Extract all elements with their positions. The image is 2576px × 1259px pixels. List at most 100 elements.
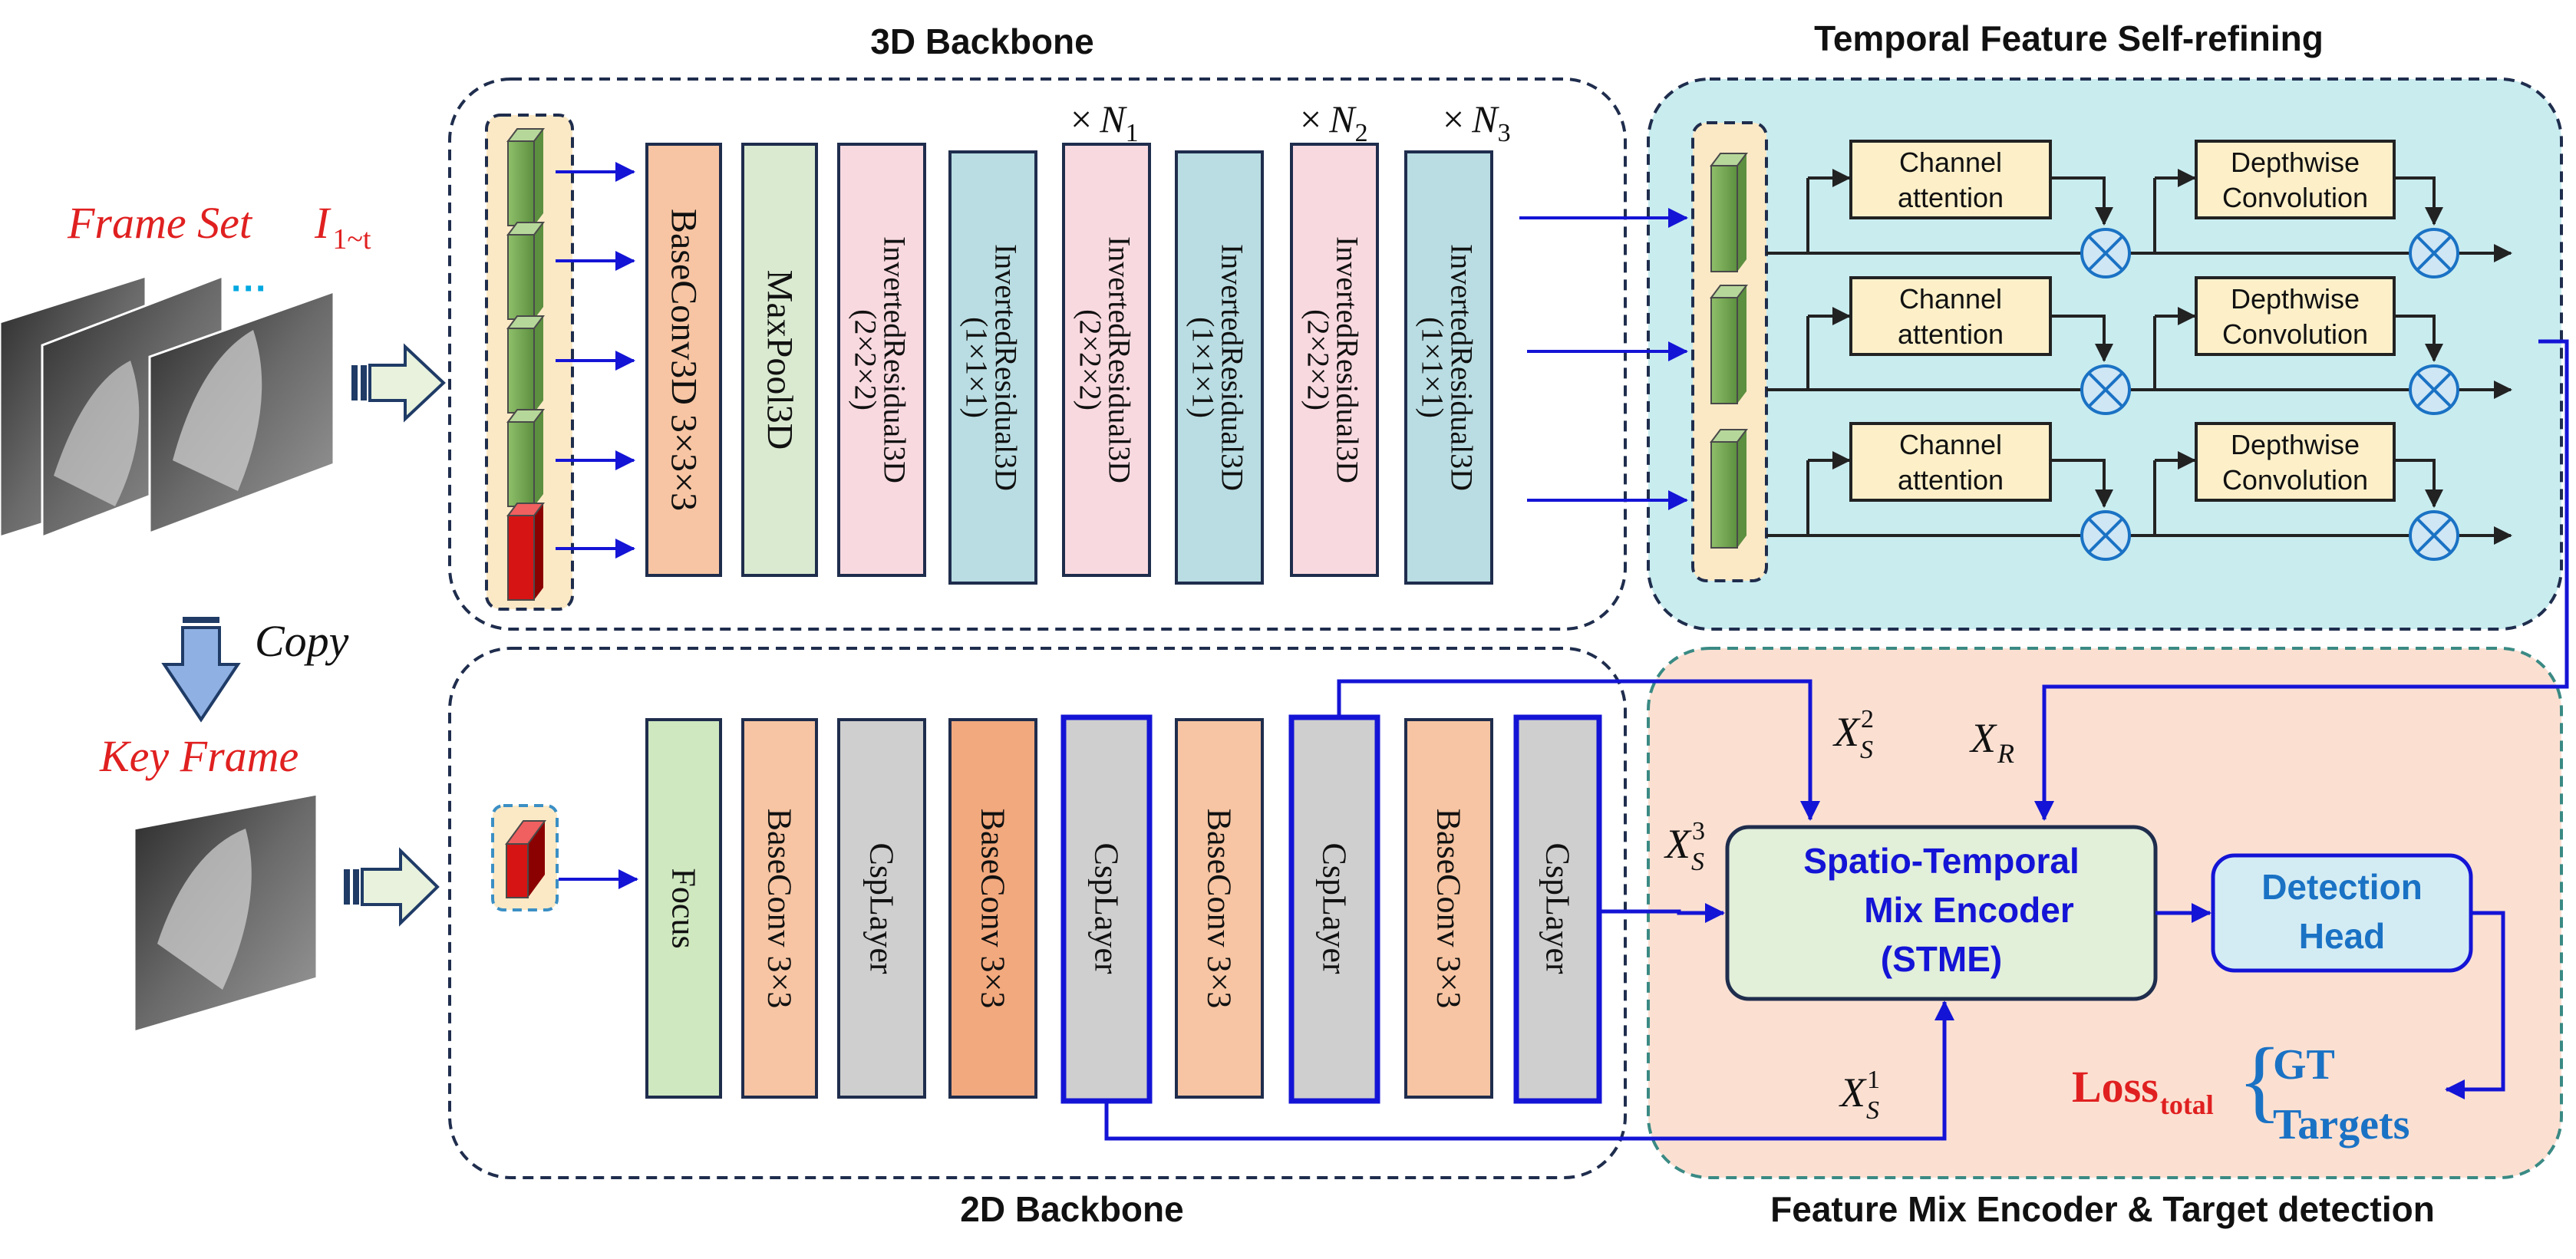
frame-set-label: Frame Set (67, 198, 253, 248)
depthwise-conv-label: Depthwise (2231, 429, 2360, 460)
block2d-csplayer (1288, 714, 1380, 1104)
block3d-invres (837, 143, 926, 577)
xs1-connector (1104, 1000, 1954, 1141)
detection-to-loss-arrow (2445, 911, 2505, 1099)
temporal-title: Temporal Feature Self-refining (1814, 18, 2324, 58)
block3d-label: InvertedResidual3D (1103, 236, 1137, 483)
block2d-label: BaseConv 3×3 (975, 809, 1012, 1009)
block3d-label: MaxPool3D (760, 270, 800, 450)
repeat-n1: ×N1 (1070, 97, 1139, 147)
repeat-n2: ×N2 (1300, 97, 1368, 147)
feature-cube-green (506, 128, 545, 226)
depthwise-conv-box (2195, 276, 2396, 356)
channel-attention-label: attention (1898, 464, 2004, 496)
block2d-csplayer (837, 718, 926, 1099)
stme-label: Spatio-Temporal (1803, 841, 2080, 881)
block3d-label: InvertedResidual3D (878, 236, 912, 483)
depthwise-conv-label: Depthwise (2231, 147, 2360, 178)
detection-head-label: Head (2299, 916, 2385, 956)
block3d-baseconv (645, 143, 722, 577)
mix-title: Feature Mix Encoder & Target detection (1770, 1189, 2435, 1229)
feature-cube-red (506, 503, 545, 601)
block3d-sublabel: (2×2×2) (1074, 309, 1108, 410)
repeat-n3: ×N3 (1443, 97, 1511, 147)
detection-head-label: Detection (2261, 867, 2423, 907)
feature-cube-green (1710, 429, 1748, 549)
block2d-label: BaseConv 3×3 (1201, 809, 1239, 1009)
xr-label: XR (1969, 715, 2014, 769)
backbone2d-title: 2D Backbone (960, 1189, 1183, 1229)
block2d-label: CspLayer (1316, 842, 1354, 974)
multiply-icon (2409, 228, 2459, 278)
temporal-row (1766, 307, 2512, 399)
channel-attention-label: Channel (1899, 283, 2002, 315)
xs2-connector (1337, 679, 1820, 821)
block3d-invres (1290, 143, 1379, 577)
block3d-invres (1404, 150, 1493, 585)
block2d-label: BaseConv 3×3 (1430, 809, 1468, 1009)
depthwise-conv-label: Convolution (2222, 182, 2368, 213)
block3d-sublabel: (2×2×2) (1301, 309, 1336, 410)
depthwise-conv-label: Convolution (2222, 464, 2368, 496)
xs3-connector (1599, 903, 1725, 923)
block2d-label: CspLayer (1088, 842, 1126, 974)
block3d-maxpool (741, 143, 818, 577)
block2d-csplayer (1060, 714, 1153, 1104)
block2d-focus (645, 718, 722, 1099)
block2d-baseconv (1175, 718, 1264, 1099)
copy-label: Copy (255, 616, 349, 666)
block3d-sublabel: (2×2×2) (849, 309, 883, 410)
stme-label: (STME) (1881, 939, 2002, 979)
block3d-invres (1175, 150, 1264, 585)
depthwise-conv-label: Depthwise (2231, 283, 2360, 315)
stme-label: Mix Encoder (1864, 890, 2074, 930)
block2d-baseconv (741, 718, 818, 1099)
block2d-label: BaseConv 3×3 (761, 809, 799, 1009)
gt-label: GT (2273, 1041, 2335, 1089)
channel-attention-label: Channel (1899, 147, 2002, 178)
block2d-label: CspLayer (1539, 842, 1577, 974)
targets-label: Targets (2273, 1101, 2409, 1149)
multiply-icon (2080, 510, 2131, 561)
block2d-baseconv (948, 718, 1037, 1099)
feature-cube-green (506, 315, 545, 414)
block2d-baseconv (1404, 718, 1493, 1099)
block3d-label: InvertedResidual3D (1331, 236, 1365, 483)
temporal-row (1766, 451, 2512, 545)
block3d-invres (948, 150, 1037, 585)
block3d-label: BaseConv3D 3×3×3 (664, 209, 704, 511)
input-arrow-top (351, 343, 446, 423)
block3d-label: InvertedResidual3D (989, 244, 1024, 491)
loss-brace: { (2238, 1029, 2282, 1131)
depthwise-conv-label: Convolution (2222, 318, 2368, 350)
frame-set-images (0, 274, 335, 539)
feature-cube-green (506, 409, 545, 507)
multiply-icon (2080, 228, 2131, 278)
channel-attention-label: attention (1898, 182, 2004, 213)
channel-attention-box (1849, 276, 2052, 356)
frame-dots: ··· (231, 269, 268, 309)
channel-attention-box (1849, 422, 2052, 502)
key-frame-label: Key Frame (99, 731, 298, 781)
depthwise-conv-box (2195, 422, 2396, 502)
feature-cube-green (506, 222, 545, 320)
block2d-label: Focus (665, 868, 703, 948)
block3d-sublabel: (1×1×1) (1416, 317, 1450, 418)
feature-cube-green (1710, 153, 1748, 272)
block3d-invres (1062, 143, 1151, 577)
feature-cube-green (1710, 285, 1748, 404)
multiply-icon (2409, 510, 2459, 561)
channel-attention-box (1849, 140, 2052, 219)
block3d-label: InvertedResidual3D (1445, 244, 1479, 491)
block3d-label: InvertedResidual3D (1215, 244, 1250, 491)
input-arrow-bottom (344, 847, 440, 927)
frame-set-subscript: 1~t (332, 223, 371, 255)
loss-label: Losstotal (2072, 1062, 2214, 1120)
depthwise-conv-box (2195, 140, 2396, 219)
block3d-sublabel: (1×1×1) (960, 317, 994, 418)
